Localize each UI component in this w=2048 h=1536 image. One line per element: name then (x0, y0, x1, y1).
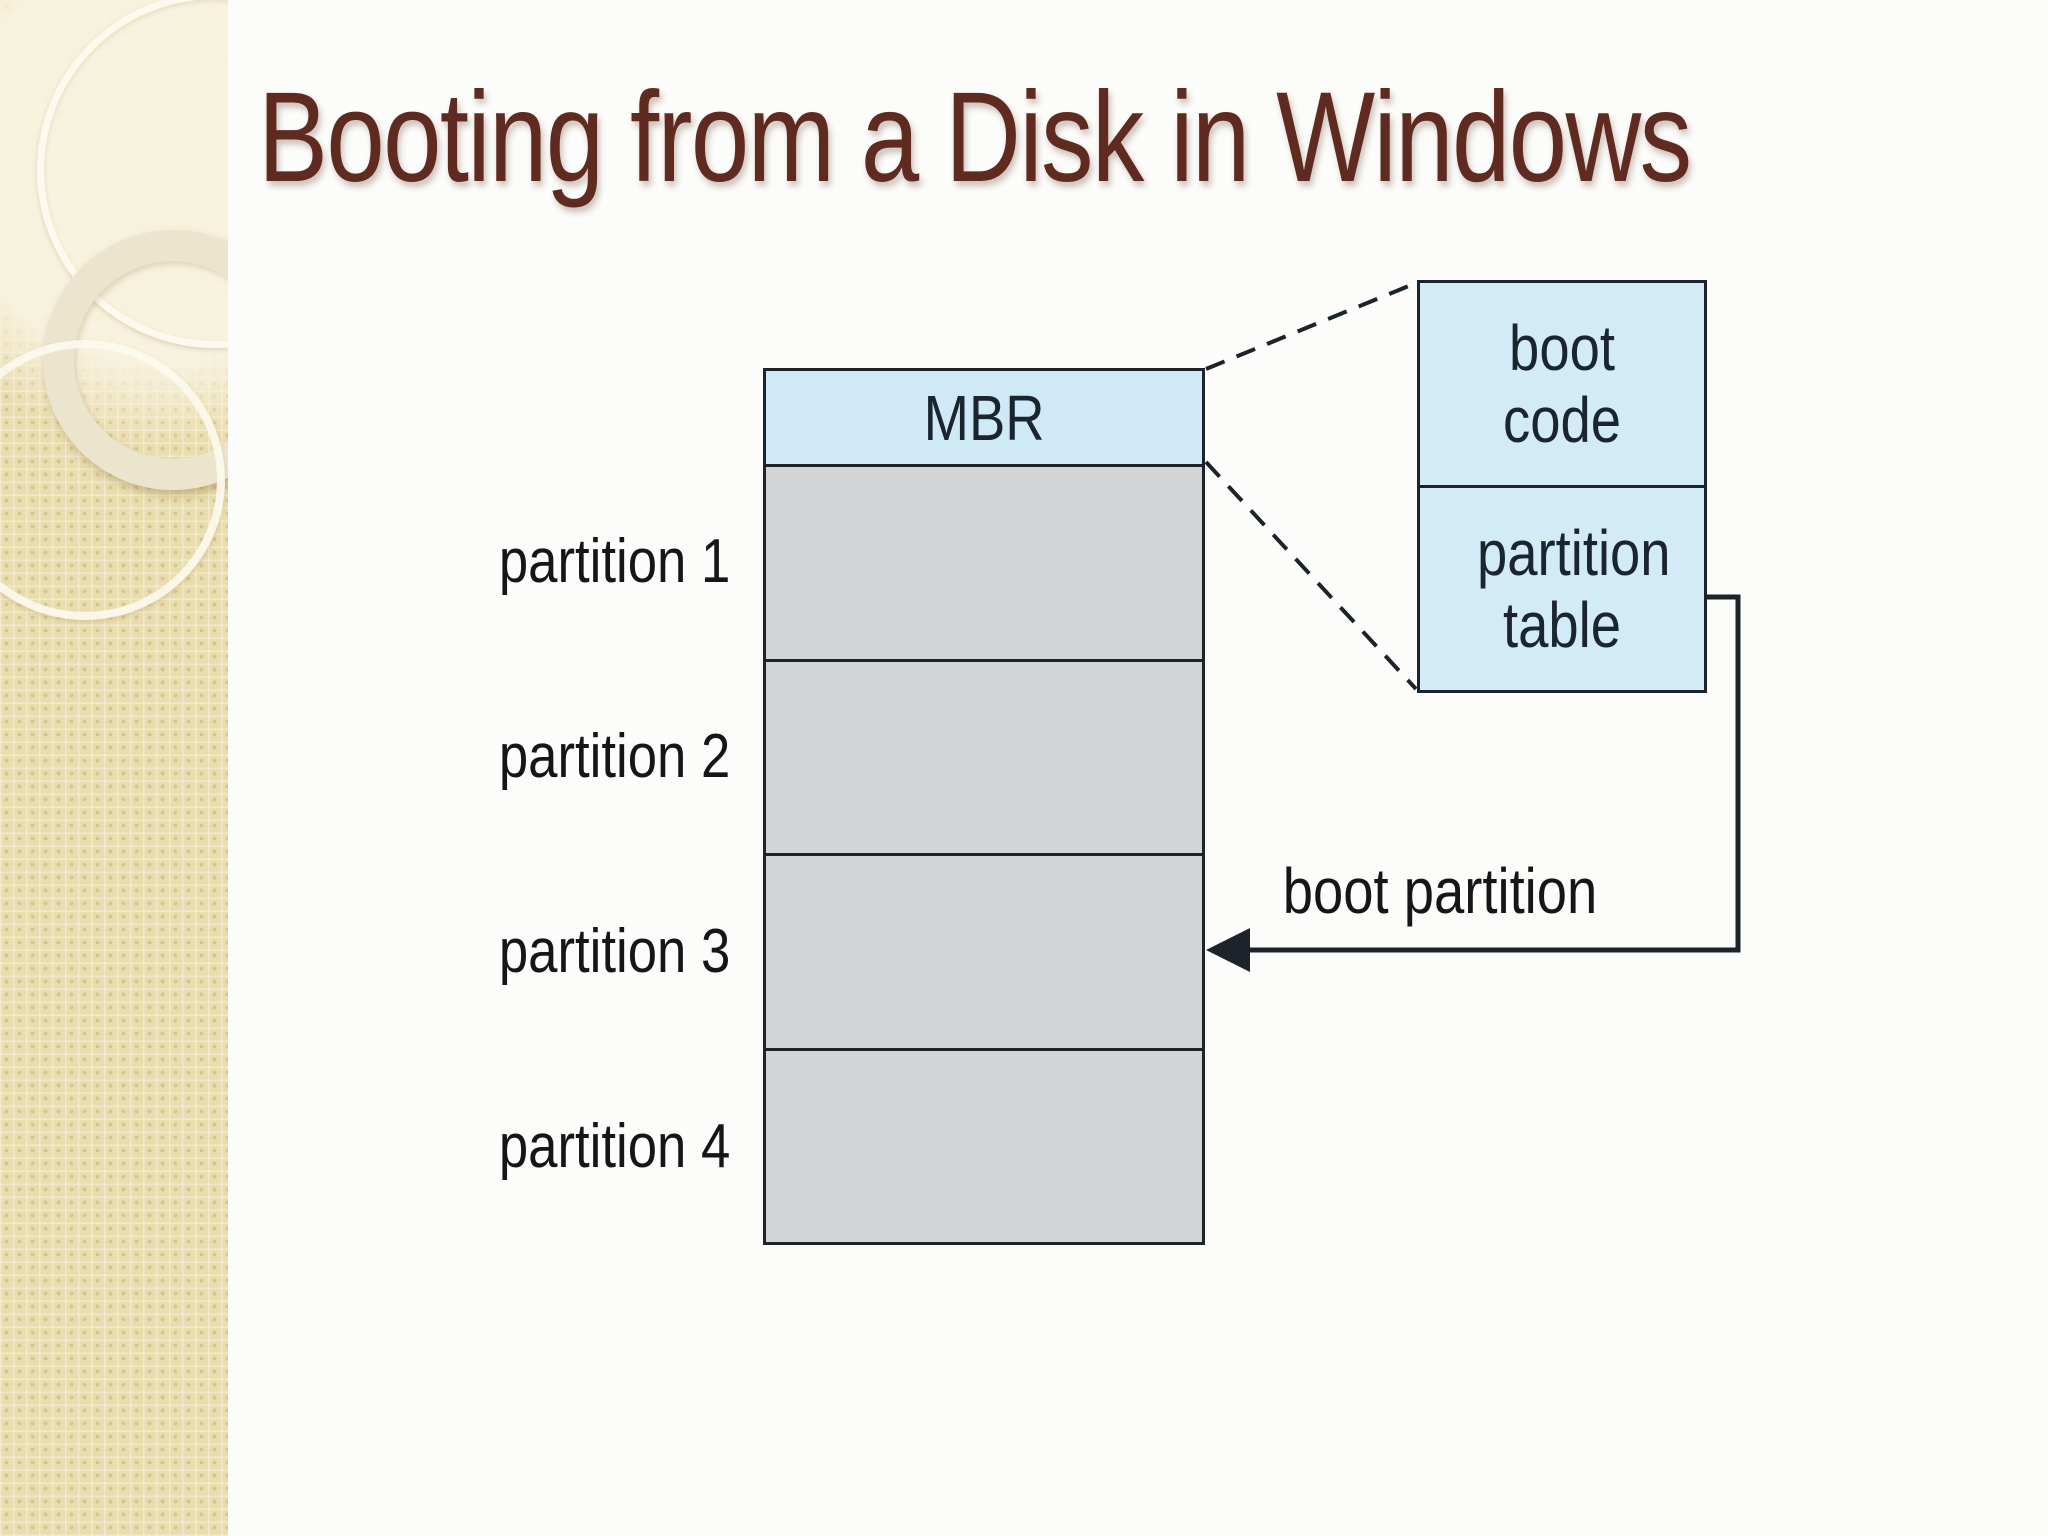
strip-thin-ring-bottom (0, 340, 225, 620)
partition-2-label: partition 2 (498, 722, 730, 791)
partition-2-box (766, 661, 1202, 856)
decorative-side-strip (0, 0, 228, 1536)
partition-3-box (766, 856, 1202, 1051)
zoom-dashed-line-top (1205, 281, 1417, 371)
mbr-label: MBR (923, 381, 1045, 454)
boot-partition-connector-line (1246, 594, 1741, 953)
mbr-box: MBR (766, 371, 1202, 467)
partition-3-label: partition 3 (498, 917, 730, 986)
zoom-dashed-line-bottom (1204, 460, 1418, 691)
boot-code-cell: boot code (1420, 283, 1704, 488)
partition-1-label: partition 1 (498, 527, 730, 596)
boot-partition-label: boot partition (1282, 855, 1598, 927)
partition-4-label: partition 4 (498, 1112, 730, 1181)
partition-1-box (766, 467, 1202, 662)
partition-table-label: partition table (1477, 517, 1671, 661)
boot-code-label: boot code (1503, 312, 1621, 456)
boot-partition-arrowhead-icon (1206, 928, 1250, 972)
partition-table-cell: partition table (1420, 488, 1704, 690)
mbr-detail-box: boot code partition table (1417, 280, 1707, 693)
disk-diagram: MBR (763, 368, 1205, 1245)
partition-4-box (766, 1050, 1202, 1242)
slide-title: Booting from a Disk in Windows (258, 66, 1692, 209)
